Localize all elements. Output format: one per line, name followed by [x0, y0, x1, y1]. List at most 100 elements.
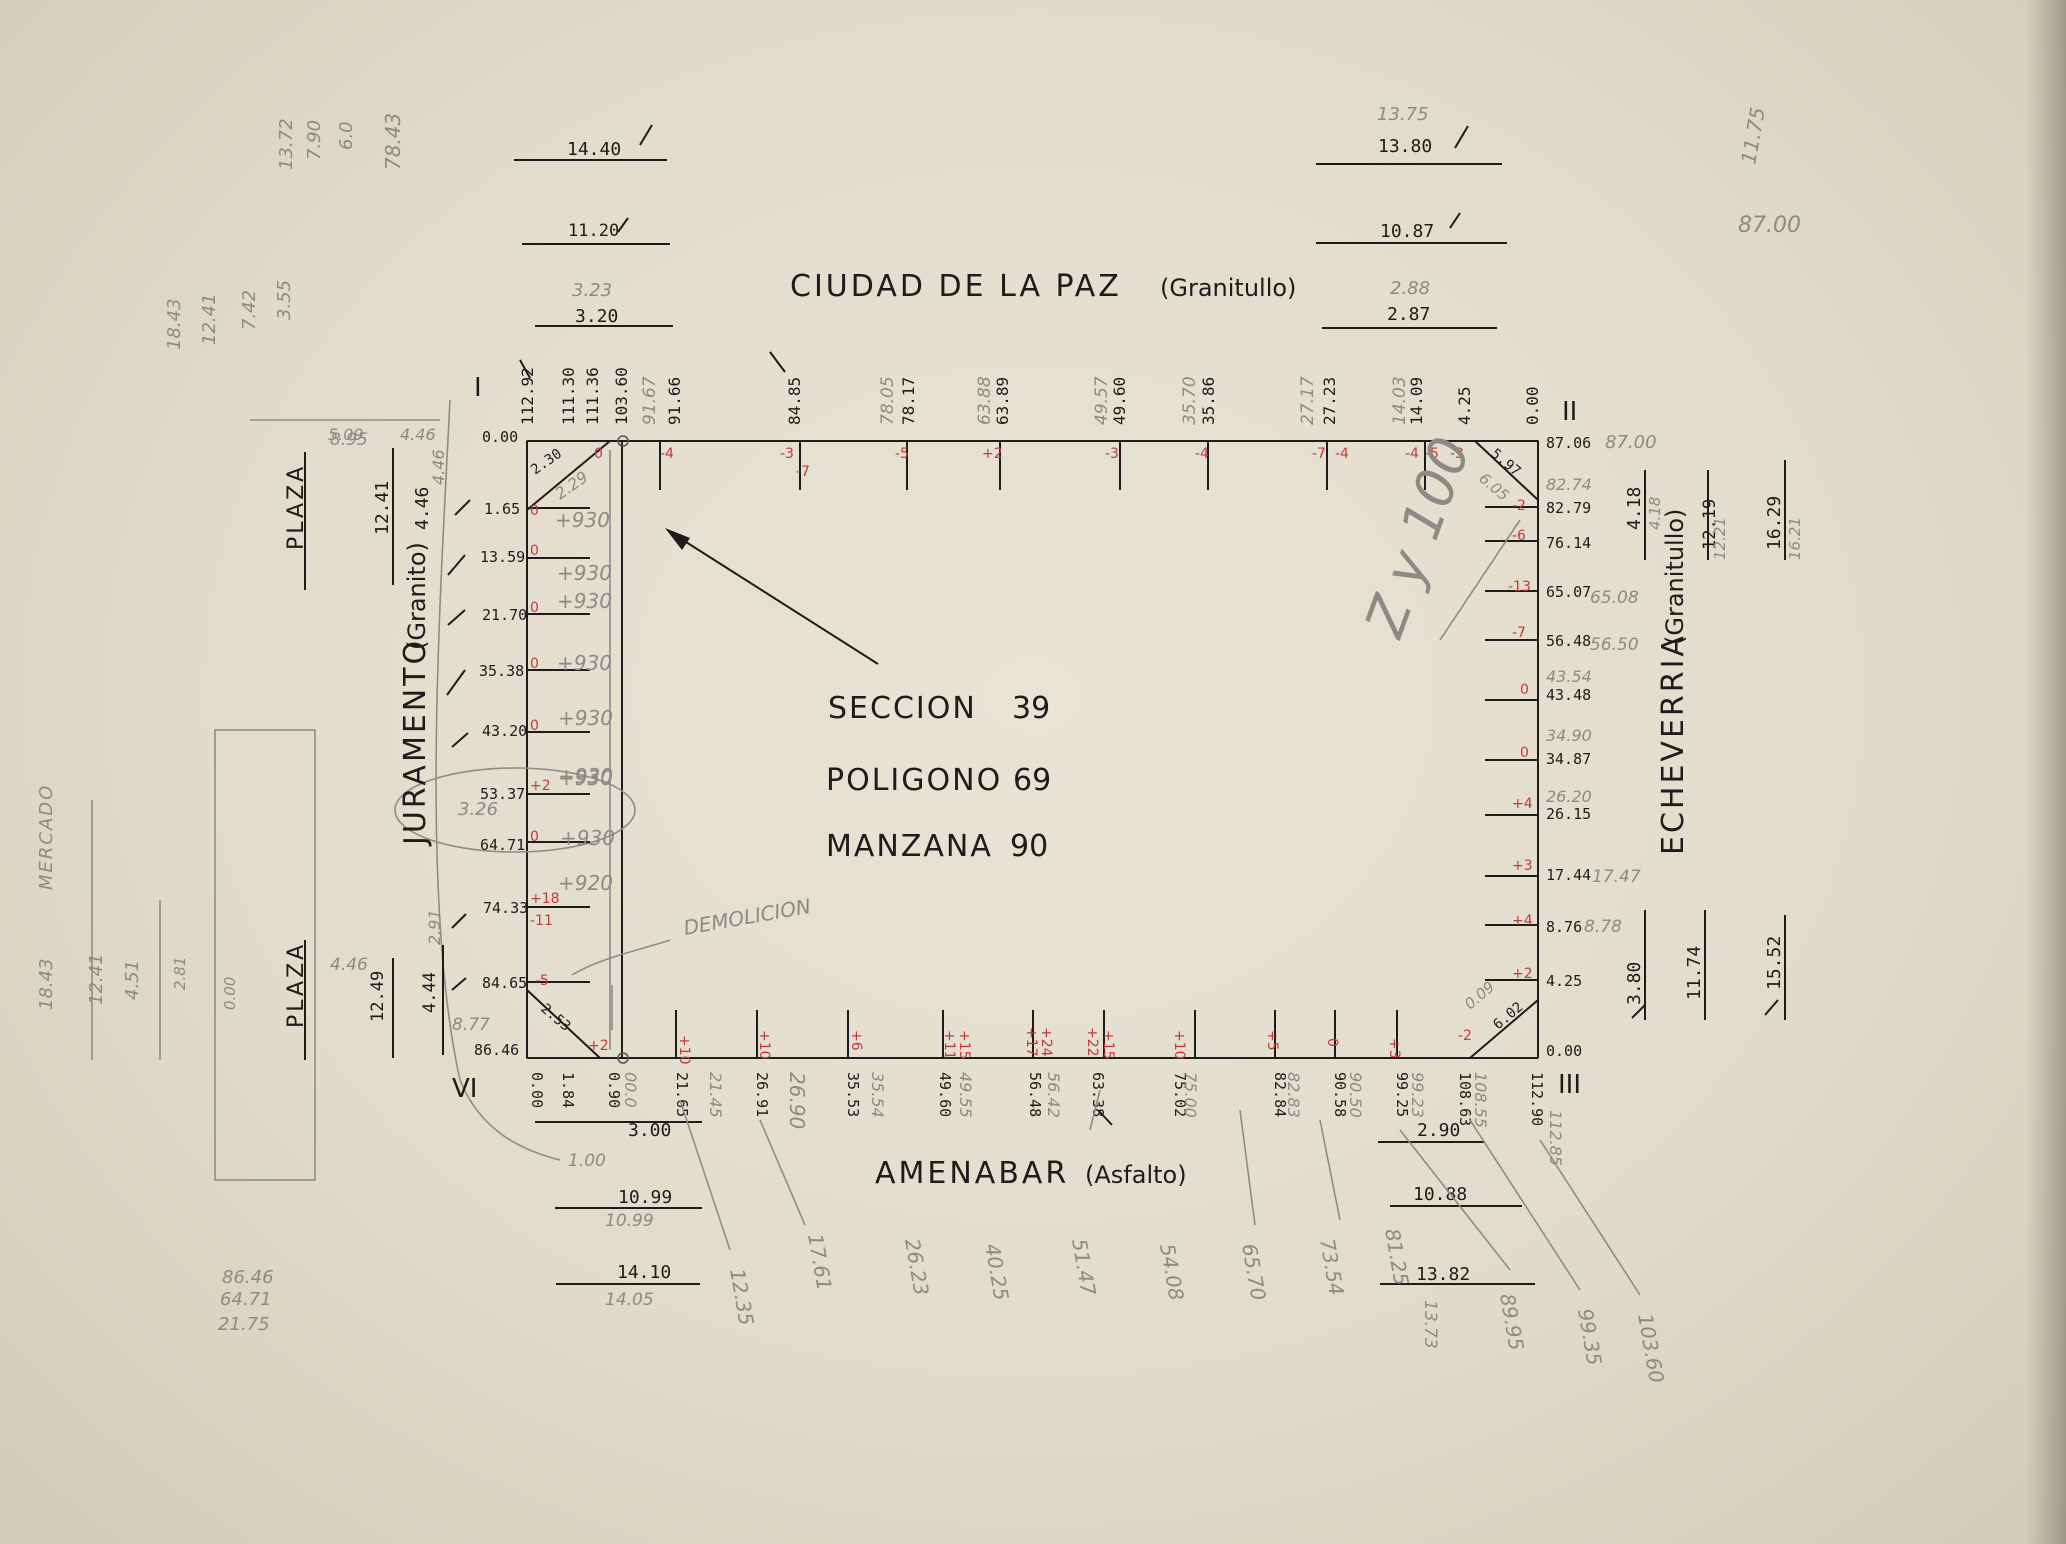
svg-text:112.85: 112.85	[1546, 1110, 1565, 1166]
svg-text:+5: +5	[1264, 1030, 1280, 1051]
north-street-surface: (Granitullo)	[1160, 274, 1296, 302]
svg-text:15.52: 15.52	[1764, 936, 1785, 990]
svg-text:11.75: 11.75	[1736, 105, 1770, 166]
svg-text:MERCADO: MERCADO	[36, 784, 57, 890]
svg-text:4.46: 4.46	[330, 955, 368, 975]
svg-text:35.54: 35.54	[868, 1072, 887, 1118]
svg-text:1.65: 1.65	[484, 500, 520, 518]
svg-text:63.38: 63.38	[1089, 1072, 1107, 1117]
svg-text:63.89: 63.89	[993, 377, 1012, 425]
svg-text:12.41: 12.41	[199, 293, 220, 345]
svg-text:40.25: 40.25	[980, 1242, 1014, 1303]
svg-text:51.47: 51.47	[1067, 1237, 1101, 1298]
svg-text:75.02: 75.02	[1171, 1072, 1189, 1117]
svg-text:26.20: 26.20	[1546, 787, 1592, 806]
svg-text:-11: -11	[530, 913, 553, 929]
svg-text:91.67: 91.67	[640, 376, 660, 425]
svg-text:43.54: 43.54	[1546, 667, 1592, 686]
svg-text:56.48: 56.48	[1546, 632, 1591, 650]
svg-text:0.00: 0.00	[528, 1072, 546, 1108]
svg-text:6.02: 6.02	[1490, 999, 1526, 1033]
svg-text:0: 0	[1324, 1038, 1340, 1047]
svg-text:17.47: 17.47	[1592, 867, 1641, 887]
corner-label-2: II	[1562, 397, 1577, 427]
svg-text:84.85: 84.85	[785, 377, 804, 425]
svg-text:2.81: 2.81	[171, 957, 189, 990]
svg-text:0.09: 0.09	[1461, 978, 1498, 1013]
manzana-number: 90	[1010, 829, 1048, 864]
svg-text:3.00: 3.00	[628, 1120, 671, 1141]
svg-text:12.41: 12.41	[372, 481, 393, 535]
svg-text:112.92: 112.92	[518, 367, 537, 425]
svg-text:43.20: 43.20	[482, 722, 527, 740]
svg-text:26.23: 26.23	[900, 1237, 934, 1298]
svg-text:49.60: 49.60	[936, 1072, 954, 1117]
section-arrow-head	[665, 528, 690, 550]
svg-text:-4: -4	[660, 446, 674, 462]
top-right-stack: 13.75 13.80 10.87 2.88 2.87	[1316, 104, 1507, 329]
svg-text:73.54: 73.54	[1315, 1237, 1349, 1298]
svg-text:111.36: 111.36	[583, 367, 602, 425]
svg-text:2.90: 2.90	[1417, 1120, 1460, 1141]
svg-text:82.79: 82.79	[1546, 499, 1591, 517]
svg-text:64.71: 64.71	[220, 1289, 272, 1310]
svg-text:65.08: 65.08	[1590, 588, 1639, 608]
svg-text:3.26: 3.26	[458, 799, 498, 820]
svg-text:4.46: 4.46	[412, 487, 433, 530]
svg-text:108.55: 108.55	[1471, 1072, 1490, 1128]
svg-text:-7: -7	[1512, 625, 1526, 641]
top-left-stack: 14.40 11.20 3.23 3.20	[514, 139, 673, 327]
poligono-label: POLIGONO	[826, 763, 1002, 798]
svg-text:+10: +10	[1171, 1030, 1187, 1060]
svg-text:0: 0	[530, 600, 539, 616]
south-fan-values: 12.35 17.61 26.23 40.25 51.47 54.08 65.7…	[725, 1227, 1669, 1385]
bottom-tick-pencil-labels: 00.0 21.45 26.90 35.54 49.55 56.42 75.00…	[621, 1072, 1565, 1166]
svg-text:0: 0	[530, 829, 539, 845]
red-marks-bottom: +10 +10 +6 +11 +15 +17 +24 +22 +15 +10 +…	[676, 1027, 1402, 1065]
top-tick-labels: 112.92 111.30 111.36 103.60 91.66 84.85 …	[518, 367, 1542, 425]
left-tick-labels: 0.00 1.65 13.59 21.70 35.38 43.20 53.37 …	[474, 428, 528, 1059]
svg-text:0: 0	[530, 656, 539, 672]
north-street-name: CIUDAD DE LA PAZ	[790, 269, 1122, 304]
svg-text:8.78: 8.78	[1584, 917, 1622, 937]
svg-text:-7: -7	[1312, 446, 1326, 462]
svg-text:-3: -3	[1105, 446, 1119, 462]
svg-text:13.80: 13.80	[1378, 136, 1432, 157]
svg-text:17.44: 17.44	[1546, 866, 1591, 884]
svg-text:-13: -13	[1508, 579, 1531, 595]
svg-text:18.43: 18.43	[36, 958, 57, 1010]
svg-text:87.06: 87.06	[1546, 434, 1591, 452]
svg-text:10.99: 10.99	[605, 1211, 654, 1231]
svg-text:35.86: 35.86	[1199, 377, 1218, 425]
svg-text:13.82: 13.82	[1416, 1264, 1470, 1285]
svg-text:+22: +22	[1084, 1027, 1100, 1057]
svg-text:-6: -6	[1512, 528, 1526, 544]
svg-text:82.74: 82.74	[1546, 475, 1592, 494]
west-top-pencil: 18.43 12.41 7.42 3.55	[164, 280, 295, 350]
svg-text:4.44: 4.44	[420, 972, 440, 1013]
svg-text:6.0: 6.0	[336, 121, 357, 150]
east-scribble: Z y 100	[1352, 429, 1482, 646]
top-tick-pencil-labels: 91.67 78.05 63.88 49.57 35.70 27.17 14.0…	[640, 376, 1410, 425]
ne-corner-diagonal	[1474, 440, 1539, 501]
bottom-right-stack: 2.90 10.88 13.82 13.73	[1378, 1120, 1535, 1349]
right-tick-labels: 87.06 82.79 76.14 65.07 56.48 43.48 34.8…	[1546, 434, 1591, 1060]
svg-text:-2: -2	[1458, 1028, 1472, 1044]
svg-text:4.46: 4.46	[429, 449, 448, 485]
svg-text:6.05: 6.05	[1475, 469, 1512, 504]
svg-text:2.88: 2.88	[1390, 278, 1430, 299]
svg-text:63.88: 63.88	[975, 376, 995, 425]
svg-text:0.00: 0.00	[1546, 1042, 1582, 1060]
svg-text:+3: +3	[1512, 858, 1533, 874]
ink-check-marks	[446, 124, 1779, 1126]
svg-text:0: 0	[530, 543, 539, 559]
svg-text:-2: -2	[1512, 498, 1526, 514]
svg-text:8.77: 8.77	[452, 1015, 490, 1035]
svg-text:2.87: 2.87	[1387, 304, 1430, 325]
svg-text:74.33: 74.33	[483, 899, 528, 917]
svg-text:26.91: 26.91	[753, 1072, 771, 1117]
survey-point-nw	[617, 435, 629, 447]
svg-text:+930: +930	[557, 651, 612, 675]
svg-text:10.99: 10.99	[618, 1187, 672, 1208]
svg-text:111.30: 111.30	[559, 367, 578, 425]
